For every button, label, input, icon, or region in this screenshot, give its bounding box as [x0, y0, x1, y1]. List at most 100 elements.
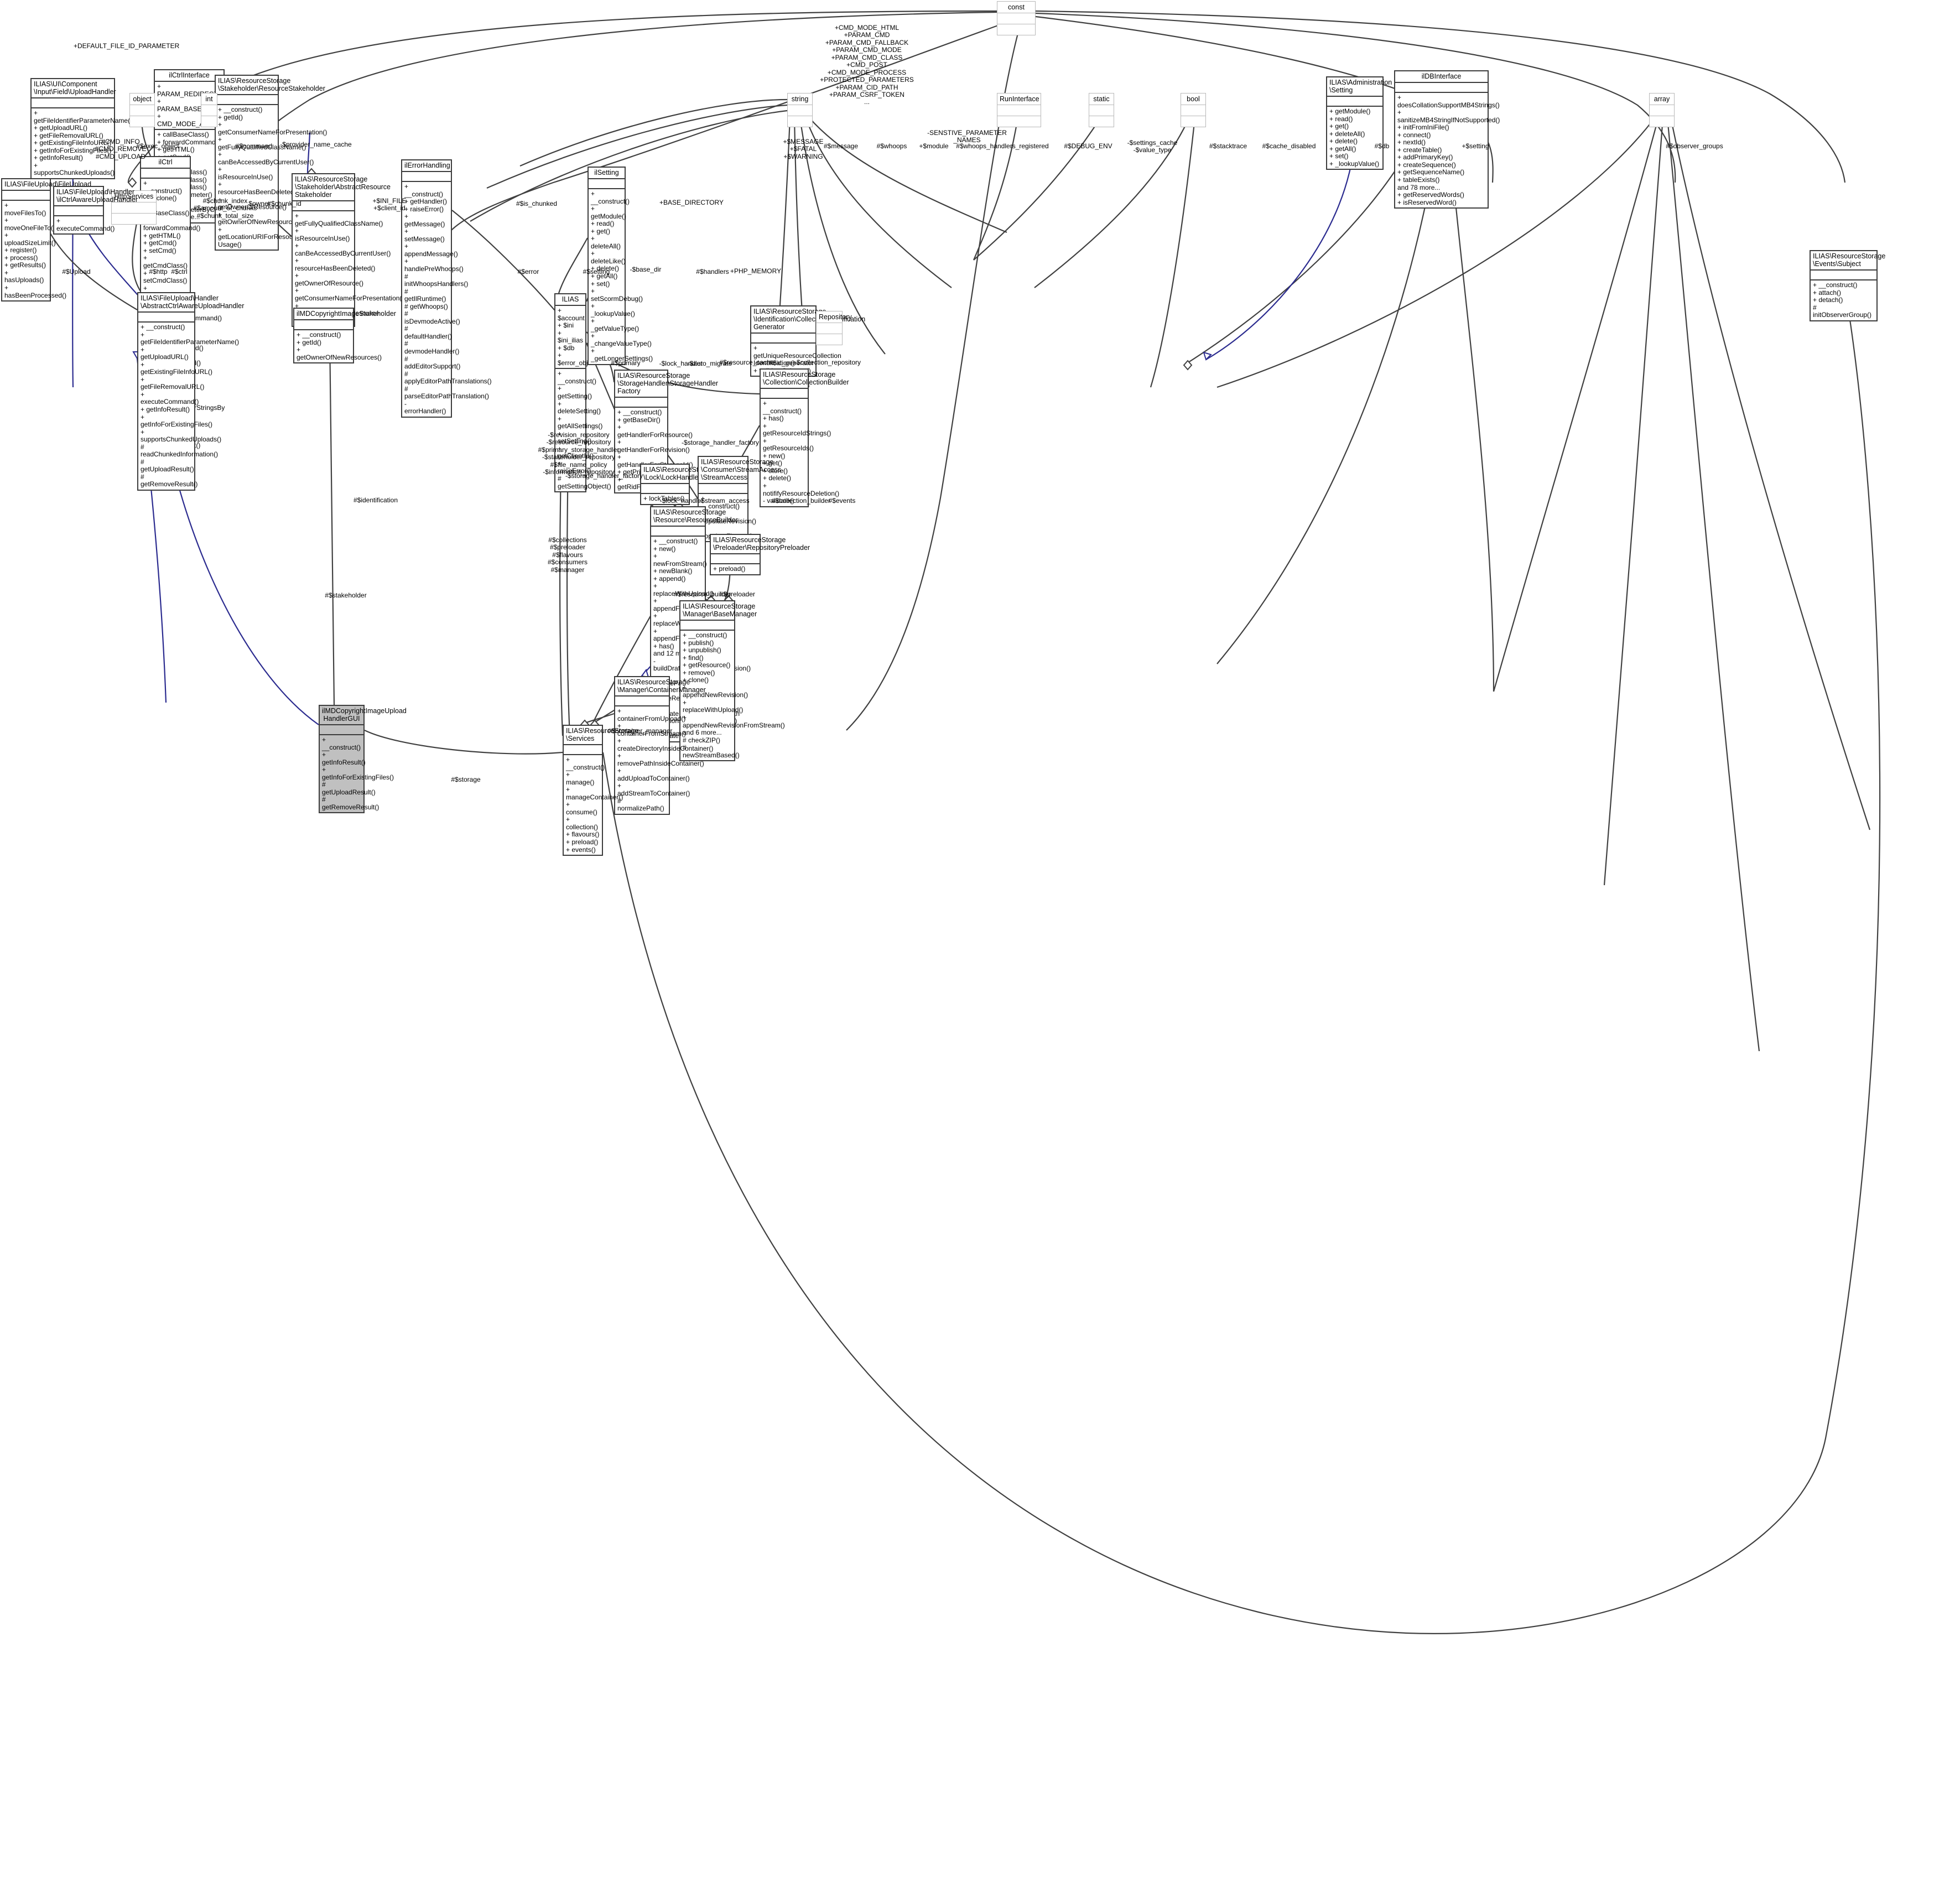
- uml-class-abstractresourcestakeholder[interactable]: ILIAS\ResourceStorage \Stakeholder\Abstr…: [292, 173, 404, 328]
- class-attributes: [788, 105, 812, 116]
- uml-class-int[interactable]: int: [201, 93, 217, 127]
- class-attributes: [293, 201, 354, 211]
- edge-label: #$preloader: [719, 590, 756, 598]
- edge-label: #$db: [1374, 142, 1390, 150]
- class-title: ILIAS\ResourceStorage \Manager\Container…: [615, 677, 706, 697]
- class-title: ILIAS\FileUpload\FileUpload: [2, 179, 91, 191]
- class-title: ILIAS\Administration \Setting: [1327, 77, 1392, 97]
- edge-label: +DEFAULT_FILE_ID_PARAMETER: [74, 42, 180, 50]
- uml-class-uploadhandler[interactable]: ILIAS\UI\Component \Input\Field\UploadHa…: [30, 78, 132, 179]
- class-attributes: [651, 527, 705, 537]
- uml-class-repository[interactable]: Repository: [816, 311, 852, 345]
- class-attributes: [680, 621, 734, 631]
- edge-label: #$primary: [611, 359, 641, 367]
- edge-label: #$observer_groups: [1666, 142, 1723, 150]
- uml-class-eventssubject[interactable]: ILIAS\ResourceStorage \Events\Subject+ _…: [1810, 250, 1885, 321]
- edge-label: #$is_chunked: [516, 200, 558, 207]
- class-operations: [1181, 116, 1205, 127]
- uml-class-ildbinterface[interactable]: ilDBInterface+ doesCollationSupportMB4St…: [1394, 70, 1500, 209]
- class-operations: [130, 116, 154, 127]
- edge-label: -$storage_handler_factory: [565, 472, 643, 480]
- edge-label: #$collections #$preloader #$flavours #$c…: [547, 536, 588, 574]
- class-title: ILIAS\ResourceStorage \Identification\Co…: [751, 306, 865, 334]
- uml-class-collectionbuilder[interactable]: ILIAS\ResourceStorage \Collection\Collec…: [760, 368, 849, 507]
- uml-class-const[interactable]: const: [997, 1, 1036, 35]
- class-operations: + lockTables(): [643, 495, 685, 502]
- edge-label: #$collection_builder: [771, 497, 831, 505]
- uml-class-repositorypreloader[interactable]: ILIAS\ResourceStorage \Preloader\Reposit…: [710, 534, 810, 575]
- class-title: ILIAS\ResourceStorage \Stakeholder\Resou…: [216, 76, 325, 95]
- class-operations: [201, 116, 217, 127]
- edge-label: #$setting: [583, 268, 610, 276]
- class-operations: + __construct() + getInfoResult() + getI…: [322, 736, 394, 811]
- edge-label: -$storage_handler_factory: [681, 439, 760, 446]
- class-attributes: [402, 172, 451, 182]
- class-attributes: [641, 484, 689, 494]
- class-title: ilMDCopyrightImageStakeholder: [294, 309, 396, 320]
- class-attributes: + $account + $ini + $ini_ilias + $db + $…: [555, 306, 588, 370]
- edge-label: -SENSTIVE_PARAMETER _NAMES: [927, 129, 1007, 144]
- uml-class-ilias[interactable]: ILIAS+ $account + $ini + $ini_ilias + $d…: [554, 293, 611, 493]
- class-attributes: [54, 206, 103, 216]
- class-title: ilCtrlInterface: [155, 70, 223, 82]
- uml-class-basemanager[interactable]: ILIAS\ResourceStorage \Manager\BaseManag…: [679, 600, 785, 762]
- edge-label: #$whoops: [876, 142, 907, 150]
- class-title: ILIAS\FileUpload\Handler \AbstractCtrlAw…: [138, 293, 244, 313]
- uml-class-httpservices[interactable]: HttpServices: [111, 190, 157, 225]
- uml-class-fileupload[interactable]: ILIAS\FileUpload\FileUpload + moveFilesTo…: [1, 178, 91, 302]
- class-operations: + doesCollationSupportMB4Strings() + san…: [1397, 93, 1500, 206]
- uml-class-string[interactable]: string: [787, 93, 813, 127]
- edge-label: #$events: [828, 497, 856, 505]
- class-title: ilMDCopyrightImageUpload HandlerGUI: [320, 706, 407, 725]
- edge-label: #$identification: [353, 496, 398, 504]
- class-operations: + containerFromUpload() + containerFromS…: [617, 707, 714, 813]
- edge-label: -$base_dir: [630, 266, 662, 273]
- class-attributes: [589, 179, 625, 189]
- uml-class-adminsetting[interactable]: ILIAS\Administration \Setting+ getModule…: [1326, 76, 1392, 170]
- edge-label: +$MESSAGE +$FATAL +$WARNING: [783, 138, 824, 160]
- uml-class-static[interactable]: static: [1089, 93, 1114, 127]
- edge-label: #$cache_disabled: [1262, 142, 1316, 150]
- edge-label: #CMD_INFO #CMD_REMOVE #CMD_UPLOAD: [95, 138, 147, 160]
- class-attributes: [216, 95, 278, 105]
- uml-class-ilmdcopyrightimagestakeholder[interactable]: ilMDCopyrightImageStakeholder+ __constru…: [293, 308, 396, 364]
- uml-class-ilctrlawareuploadhandler[interactable]: ILIAS\FileUpload\Handler \ilCtrlAwareUpl…: [53, 186, 138, 235]
- class-operations: + moveFilesTo() + moveOneFileTo() + uplo…: [4, 201, 67, 299]
- edge-label: -$stream_access: [699, 497, 750, 505]
- uml-class-lockhandler[interactable]: ILIAS\ResourceStorage \Lock\LockHandler+…: [640, 464, 716, 505]
- class-attributes: [294, 320, 353, 330]
- uml-class-bool[interactable]: bool: [1181, 93, 1206, 127]
- class-title: ILIAS\ResourceStorage \Preloader\Reposit…: [711, 535, 810, 554]
- uml-class-array[interactable]: array: [1649, 93, 1675, 127]
- uml-class-services[interactable]: ILIAS\ResourceStorage \Services+ __const…: [563, 725, 638, 856]
- class-title: RunInterface: [997, 93, 1041, 105]
- edge-label: #$resource_cache: [719, 358, 774, 366]
- class-title: object: [130, 93, 154, 105]
- edge-label: +$module: [919, 142, 949, 150]
- class-title: ILIAS\ResourceStorage \Manager\BaseManag…: [680, 601, 757, 621]
- class-title: ILIAS\ResourceStorage \Collection\Collec…: [761, 370, 849, 389]
- uml-class-ilmdcopyrightimageuploadhandlergui[interactable]: ilMDCopyrightImageUpload HandlerGUI + __c…: [319, 705, 407, 814]
- class-operations: [112, 214, 156, 224]
- edge-label: +CMD_MODE_HTML +PARAM_CMD +PARAM_CMD_FAL…: [820, 24, 914, 106]
- edge-label: #$ctrl: [171, 268, 188, 276]
- uml-class-resourcestakeholder[interactable]: ILIAS\ResourceStorage \Stakeholder\Resou…: [215, 75, 327, 251]
- edge-label: #$chunk_index #$amount_of_chunks #$chunk…: [193, 197, 257, 220]
- uml-class-object[interactable]: object: [129, 93, 155, 127]
- edge-label: #$storage: [451, 776, 481, 783]
- uml-class-runinterface[interactable]: RunInterface: [997, 93, 1041, 127]
- uml-class-streamaccess[interactable]: ILIAS\ResourceStorage \Consumer\StreamAc…: [698, 456, 781, 543]
- edge-label: #$exec_object: [136, 142, 179, 150]
- edge-label: +PHP_MEMORY: [730, 267, 782, 275]
- uml-class-containermanager[interactable]: ILIAS\ResourceStorage \Manager\Container…: [614, 676, 714, 815]
- class-title: ilSetting: [589, 168, 625, 179]
- class-attributes: [817, 323, 842, 334]
- uml-class-ilsetting[interactable]: ilSetting+ __construct() + getModule() +…: [588, 167, 653, 365]
- uml-class-abstractctrlawareuploadhandler[interactable]: ILIAS\FileUpload\Handler \AbstractCtrlAw…: [137, 292, 244, 491]
- uml-class-ilerrorhandling[interactable]: ilErrorHandling+ __construct() + getHand…: [401, 159, 492, 418]
- class-operations: [788, 116, 812, 127]
- edge-label: #$message: [823, 142, 859, 150]
- class-operations: + __construct() + manage() + manageConta…: [566, 756, 623, 854]
- class-attributes: [32, 98, 114, 108]
